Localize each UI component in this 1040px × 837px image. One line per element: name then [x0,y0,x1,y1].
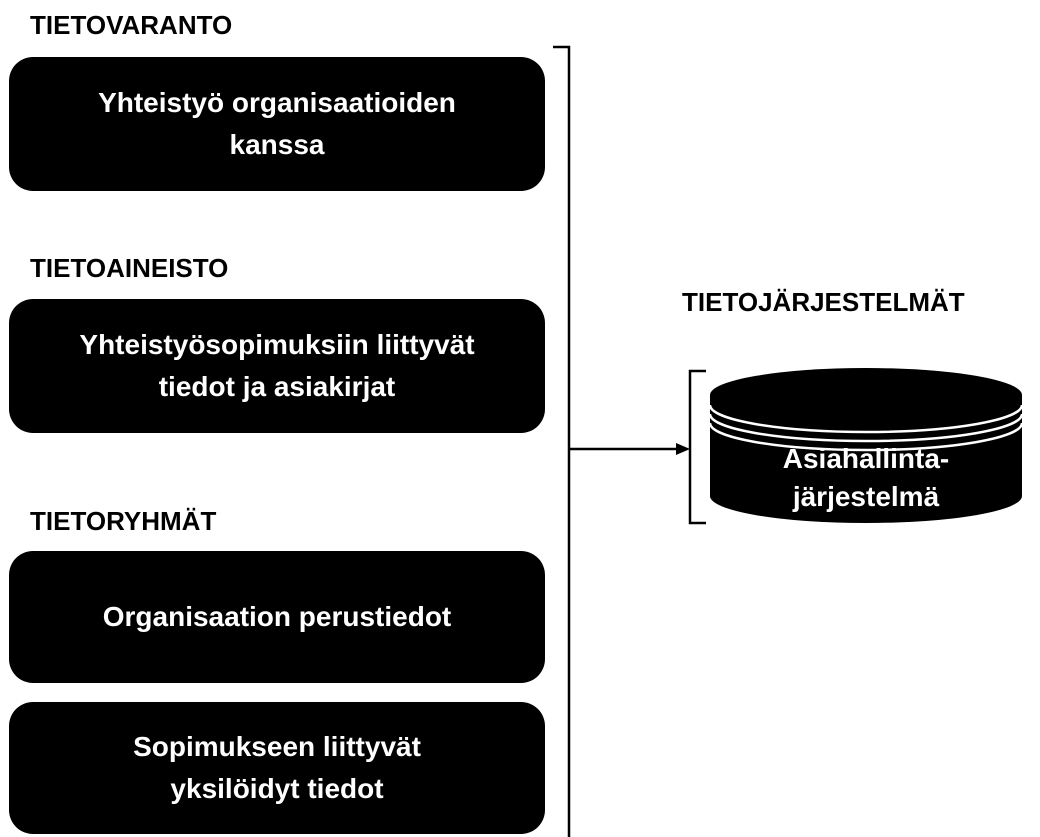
heading-tietoaineisto: TIETOAINEISTO [30,253,229,283]
box-tietoryhma-1-line1: Organisaation perustiedot [102,601,452,632]
database-label: Asiahallinta- järjestelmä [712,440,1020,516]
box-tietoaineisto-line1: Yhteistyösopimuksiin liittyvät [79,329,475,360]
box-tietoryhma-2-line1: Sopimukseen liittyvät [133,731,421,762]
box-tietovaranto-line2: kanssa [229,129,325,160]
database-cylinder-icon [708,368,1024,523]
box-tietovaranto: Yhteistyö organisaatioiden kanssa [9,57,545,191]
database-label-line1: Asiahallinta- [782,443,950,474]
box-tietovaranto-text: Yhteistyö organisaatioiden kanssa [68,82,486,166]
heading-tietojarjestelmat: TIETOJÄRJESTELMÄT [682,287,965,317]
box-tietovaranto-line1: Yhteistyö organisaatioiden [98,87,456,118]
box-tietoaineisto-line2: tiedot ja asiakirjat [158,371,396,402]
box-tietoryhma-1: Organisaation perustiedot [9,551,545,683]
heading-tietovaranto: TIETOVARANTO [30,10,233,40]
left-column-bracket [553,45,571,837]
arrow-head-icon [676,443,690,455]
database-label-line2: järjestelmä [792,481,940,512]
box-tietoryhma-2-text: Sopimukseen liittyvät yksilöidyt tiedot [103,726,451,810]
box-tietoryhma-2: Sopimukseen liittyvät yksilöidyt tiedot [9,702,545,834]
box-tietoryhma-1-text: Organisaation perustiedot [73,596,482,638]
database-bracket [688,369,706,525]
box-tietoryhma-2-line2: yksilöidyt tiedot [170,773,384,804]
box-tietoaineisto-text: Yhteistyösopimuksiin liittyvät tiedot ja… [49,324,504,408]
box-tietoaineisto: Yhteistyösopimuksiin liittyvät tiedot ja… [9,299,545,433]
heading-tietoryhmat: TIETORYHMÄT [30,506,217,536]
